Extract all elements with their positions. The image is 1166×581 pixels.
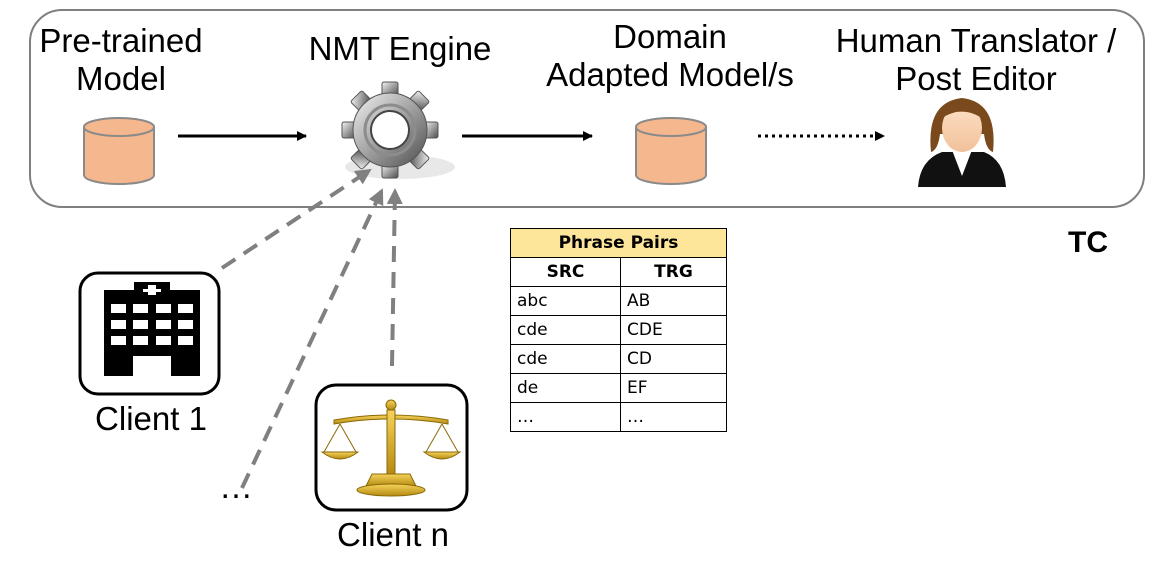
clientn-label: Client n xyxy=(337,516,449,553)
phrase-pairs-table: Phrase Pairs SRC TRG abc AB cde CDE cde … xyxy=(510,228,727,432)
table-cell-src: de xyxy=(510,373,621,403)
nmt-engine-label: NMT Engine xyxy=(308,30,492,67)
table-row: cde CDE xyxy=(510,315,727,345)
table-cell-src: abc xyxy=(510,286,621,316)
table-row: … … xyxy=(510,402,727,432)
clients-ellipsis: … xyxy=(219,468,253,506)
human-translator-label-line1: Human Translator / xyxy=(835,22,1117,59)
table-cell-trg: EF xyxy=(620,373,727,403)
pretrained-label: Pre-trained Model xyxy=(8,22,234,97)
table-cell-src: … xyxy=(510,402,621,432)
client1-label: Client 1 xyxy=(95,400,207,437)
tc-label: TC xyxy=(1068,226,1108,259)
tc-frame xyxy=(29,9,1145,208)
domain-model-label: Domain Adapted Model/s xyxy=(512,18,828,93)
pretrained-model-db-icon xyxy=(83,117,155,185)
pretrained-label-line1: Pre-trained xyxy=(39,22,203,59)
domain-model-db-icon xyxy=(635,117,707,185)
domain-model-label-line1: Domain xyxy=(613,18,727,55)
domain-model-label-line2: Adapted Model/s xyxy=(546,55,794,93)
human-translator-label-line2: Post Editor xyxy=(895,59,1057,97)
table-row: cde CD xyxy=(510,344,727,374)
table-cell-src: cde xyxy=(510,344,621,374)
arrow-clients-to-nmt xyxy=(240,188,384,489)
hospital-icon xyxy=(78,271,221,396)
human-translator-icon xyxy=(918,98,1006,187)
arrow-client1-to-nmt xyxy=(220,168,372,270)
table-cell-trg: … xyxy=(620,402,727,432)
arrow-clientn-to-nmt xyxy=(386,188,403,367)
scales-icon xyxy=(314,383,469,512)
phrase-table-header-src: SRC xyxy=(510,257,621,287)
gear-icon xyxy=(341,81,455,179)
table-cell-src: cde xyxy=(510,315,621,345)
table-row: abc AB xyxy=(510,286,727,316)
pretrained-label-line2: Model xyxy=(76,59,166,97)
table-row: de EF xyxy=(510,373,727,403)
table-cell-trg: AB xyxy=(620,286,727,316)
phrase-table-caption: Phrase Pairs xyxy=(510,228,727,258)
table-cell-trg: CDE xyxy=(620,315,727,345)
human-translator-label: Human Translator / Post Editor xyxy=(806,22,1146,97)
phrase-table-header-trg: TRG xyxy=(620,257,727,287)
table-cell-trg: CD xyxy=(620,344,727,374)
phrase-table-header-row: SRC TRG xyxy=(510,257,727,287)
phrase-table-caption-row: Phrase Pairs xyxy=(510,228,727,258)
